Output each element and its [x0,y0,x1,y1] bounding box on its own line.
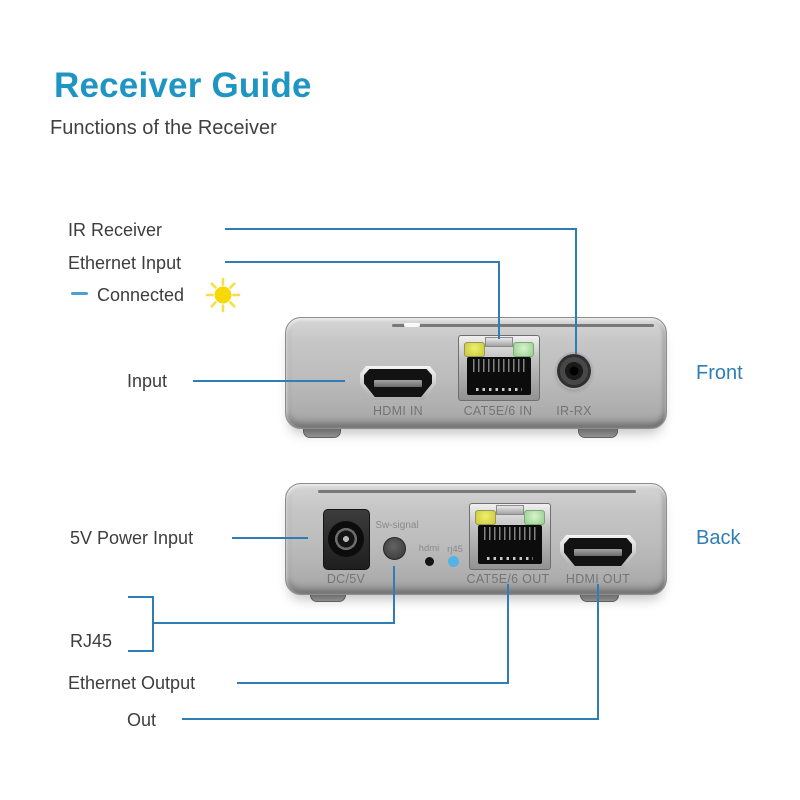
rj45-green-led [524,510,545,525]
rj45-contact-dots [487,557,533,560]
rj45-pins [484,527,536,540]
port-label-dc5v: DC/5V [326,572,366,586]
port-label-hdmi-out: HDMI OUT [565,572,631,586]
front-device-seam [392,324,654,327]
hdmi-in-port [360,366,436,400]
ir-callout-line-h [225,228,577,230]
sw-signal-label: Sw-signal [375,520,419,531]
dc-barrel [328,521,364,557]
out-callout-line-v [597,584,599,720]
port-label-hdmi-in: HDMI IN [372,404,423,418]
hdmi-led-dot [425,557,434,566]
rj45-opening [467,357,531,395]
page-subtitle: Functions of the Receiver [50,117,277,139]
ir-callout-line-v [575,228,577,354]
hdmi-out-port [560,535,636,569]
rj45-pins [473,359,525,372]
rj45-latch [496,505,524,515]
port-label-cat5e6-out: CAT5E/6 OUT [466,572,550,586]
ethernet-in-port [458,335,540,401]
rj45-bracket [128,596,154,652]
callout-label-connected: Connected [97,285,185,305]
port-label-ir-rx: IR-RX [556,404,592,418]
hdmi-led-label: hdmi [418,543,440,554]
callout-label-ethernet-output: Ethernet Output [68,673,196,693]
rj45-led-label: rj45 [447,544,463,555]
hdmi-out-tongue [574,549,622,557]
rj45-callout-line-h [152,622,394,624]
back-device: Sw-signal hdmi rj45 DC/5V CAT5E/6 OUT HD… [285,483,667,595]
connected-dash-icon [71,292,88,295]
callout-label-ethernet-input: Ethernet Input [68,253,182,273]
rj45-yellow-led [475,510,496,525]
callout-label-power-input: 5V Power Input [70,528,194,548]
rj45-contact-dots [476,388,522,391]
front-device-seam-highlight [404,323,420,327]
dc-power-jack [323,509,370,570]
page-title: Receiver Guide [54,66,312,105]
callout-label-ir-receiver: IR Receiver [68,220,163,240]
callout-label-out: Out [127,710,157,730]
ethernet-out-callout-line-h [237,682,509,684]
input-callout-line [193,380,345,382]
sun-icon [205,277,241,313]
port-label-cat5e6-in: CAT5E/6 IN [463,404,533,418]
ethernet-out-callout-line-v [507,584,509,684]
side-label-front: Front [696,362,743,384]
power-callout-line [232,537,308,539]
ethernet-in-callout-line-v [498,261,500,339]
out-callout-line-h [182,718,599,720]
sw-signal-button [383,537,406,560]
rj45-opening [478,525,542,564]
rj45-led-dot [448,556,459,567]
callout-label-rj45: RJ45 [70,631,113,651]
rj45-green-led [513,342,534,357]
hdmi-in-tongue [374,380,422,388]
sw-signal-callout-line-v [393,566,395,624]
rj45-yellow-led [464,342,485,357]
back-device-seam [318,490,636,493]
ir-rx-jack [557,354,591,388]
side-label-back: Back [696,527,741,549]
front-device: HDMI IN CAT5E/6 IN IR-RX [285,317,667,429]
callout-label-input: Input [127,371,168,391]
ethernet-out-port [469,503,551,570]
ethernet-in-callout-line-h [225,261,500,263]
